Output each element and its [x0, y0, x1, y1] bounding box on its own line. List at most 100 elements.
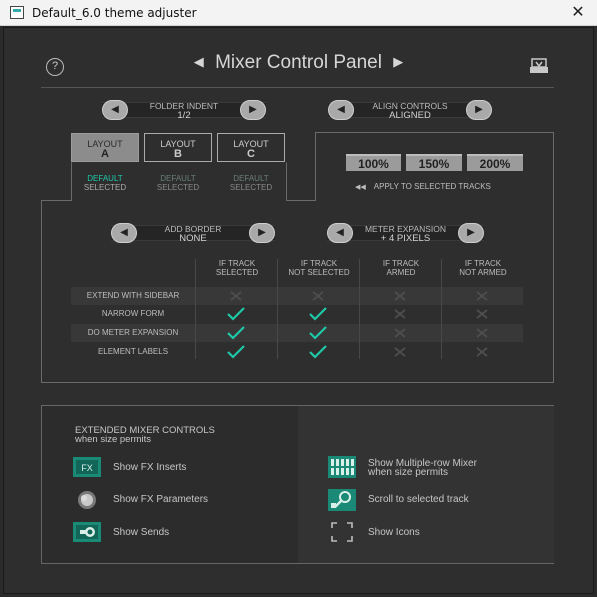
table-divider [359, 259, 360, 359]
cross-icon [394, 291, 406, 301]
tab-layout-a[interactable]: LAYOUT A [71, 133, 139, 162]
meter-expansion-label: METER EXPANSION [364, 224, 447, 234]
table-row: NARROW FORM [71, 305, 523, 323]
table-toggle-cell[interactable] [195, 305, 277, 323]
layout-b-selected: SELECTED [156, 183, 200, 192]
table-toggle-cell[interactable] [277, 324, 359, 342]
layout-b-status[interactable]: DEFAULT SELECTED [142, 174, 214, 192]
table-divider [195, 259, 196, 359]
arrow-left-icon: ◀ [120, 227, 128, 238]
layout-c-status[interactable]: DEFAULT SELECTED [215, 174, 287, 192]
folder-indent-next-button[interactable]: ▶ [240, 100, 266, 120]
cross-icon [476, 328, 488, 338]
table-toggle-cell[interactable] [277, 343, 359, 361]
close-button[interactable]: ✕ [571, 4, 585, 21]
align-controls-prev-button[interactable]: ◀ [328, 100, 354, 120]
show-sends-option[interactable]: Show Sends [113, 527, 170, 538]
table-toggle-cell[interactable] [195, 343, 277, 361]
cross-icon [476, 309, 488, 319]
table-toggle-cell[interactable] [441, 324, 523, 342]
next-page-button[interactable]: ▶ [393, 54, 404, 69]
show-multiple-row-mixer-option[interactable]: Show Multiple-row Mixer when size permit… [368, 458, 477, 478]
table-toggle-cell[interactable] [359, 324, 441, 342]
table-toggle-cell[interactable] [277, 305, 359, 323]
show-fx-inserts-option[interactable]: Show FX Inserts [113, 462, 187, 473]
table-toggle-cell[interactable] [441, 343, 523, 361]
scale-150-button[interactable]: 150% [406, 154, 462, 171]
folder-indent-value: 1/2 [177, 110, 191, 121]
table-toggle-cell[interactable] [359, 343, 441, 361]
arrow-right-icon: ▶ [475, 104, 483, 115]
folder-indent-selector: FOLDER INDENT 1/2 ◀ ▶ [102, 100, 266, 121]
cross-icon [230, 291, 242, 301]
scale-200-button[interactable]: 200% [467, 154, 523, 171]
checkmark-icon [309, 326, 327, 340]
table-divider [277, 259, 278, 359]
table-toggle-cell[interactable] [195, 324, 277, 342]
save-icon[interactable] [529, 58, 549, 74]
table-row: ELEMENT LABELS [71, 343, 523, 361]
table-toggle-cell[interactable] [277, 287, 359, 305]
table-row: DO METER EXPANSION [71, 324, 523, 342]
arrow-left-icon: ◀ [336, 227, 344, 238]
show-icons-option[interactable]: Show Icons [368, 527, 420, 538]
table-toggle-cell[interactable] [359, 287, 441, 305]
apply-to-selected-tracks-button[interactable]: ◀◀APPLY TO SELECTED TRACKS [355, 182, 491, 191]
app-icon [10, 6, 24, 19]
checkmark-icon [227, 345, 245, 359]
layout-c-name: LAYOUT [233, 139, 269, 149]
folder-indent-prev-button[interactable]: ◀ [102, 100, 128, 120]
arrow-left-icon: ◀ [111, 104, 119, 115]
svg-text:FX: FX [81, 463, 93, 473]
title-bar: Default_6.0 theme adjuster ✕ [0, 0, 597, 26]
fx-inserts-icon[interactable]: FX [73, 457, 101, 477]
layout-c-default: DEFAULT [233, 174, 269, 183]
table-toggle-cell[interactable] [441, 305, 523, 323]
layout-a-default: DEFAULT [87, 174, 123, 183]
add-border-selector: ADD BORDER NONE ◀ ▶ [111, 223, 275, 244]
add-border-label: ADD BORDER [164, 224, 222, 234]
cross-icon [312, 291, 324, 301]
header-divider [41, 87, 554, 88]
scroll-to-selected-track-option[interactable]: Scroll to selected track [368, 494, 469, 505]
page-header: ◀ Mixer Control Panel ▶ [0, 52, 597, 74]
layout-a-name: LAYOUT [87, 139, 123, 149]
meter-expansion-selector: METER EXPANSION + 4 PIXELS ◀ ▶ [327, 223, 484, 244]
checkmark-icon [309, 345, 327, 359]
multirow-mixer-icon[interactable] [328, 456, 356, 478]
align-controls-next-button[interactable]: ▶ [466, 100, 492, 120]
align-controls-selector: ALIGN CONTROLS ALIGNED ◀ ▶ [328, 100, 492, 121]
fx-parameters-icon[interactable] [75, 490, 99, 510]
show-icons-icon[interactable] [331, 522, 353, 542]
align-controls-value: ALIGNED [389, 110, 431, 121]
add-border-next-button[interactable]: ▶ [249, 223, 275, 243]
add-border-prev-button[interactable]: ◀ [111, 223, 137, 243]
help-icon[interactable]: ? [46, 58, 64, 76]
prev-page-button[interactable]: ◀ [193, 54, 204, 69]
show-fx-parameters-option[interactable]: Show FX Parameters [113, 494, 209, 505]
table-row-label: DO METER EXPANSION [87, 328, 179, 337]
folder-indent-label: FOLDER INDENT [149, 101, 219, 111]
align-controls-label: ALIGN CONTROLS [372, 101, 448, 111]
table-toggle-cell[interactable] [359, 305, 441, 323]
table-toggle-cell[interactable] [441, 287, 523, 305]
sends-icon[interactable] [73, 522, 101, 542]
add-border-value: NONE [179, 233, 207, 244]
scale-100-button[interactable]: 100% [346, 154, 401, 171]
extended-heading: EXTENDED MIXER CONTROLS when size permit… [75, 425, 215, 445]
checkmark-icon [309, 307, 327, 321]
meter-expansion-next-button[interactable]: ▶ [458, 223, 484, 243]
extended-right-column [298, 406, 554, 563]
cross-icon [394, 347, 406, 357]
meter-expansion-prev-button[interactable]: ◀ [327, 223, 353, 243]
cross-icon [476, 291, 488, 301]
table-toggle-cell[interactable] [195, 287, 277, 305]
tab-layout-b[interactable]: LAYOUT B [144, 133, 212, 162]
tab-layout-c[interactable]: LAYOUT C [217, 133, 285, 162]
table-row-label: NARROW FORM [101, 309, 165, 318]
table-divider [441, 259, 442, 359]
scroll-to-track-icon[interactable] [328, 489, 356, 511]
layout-a-status[interactable]: DEFAULT SELECTED [69, 174, 141, 192]
